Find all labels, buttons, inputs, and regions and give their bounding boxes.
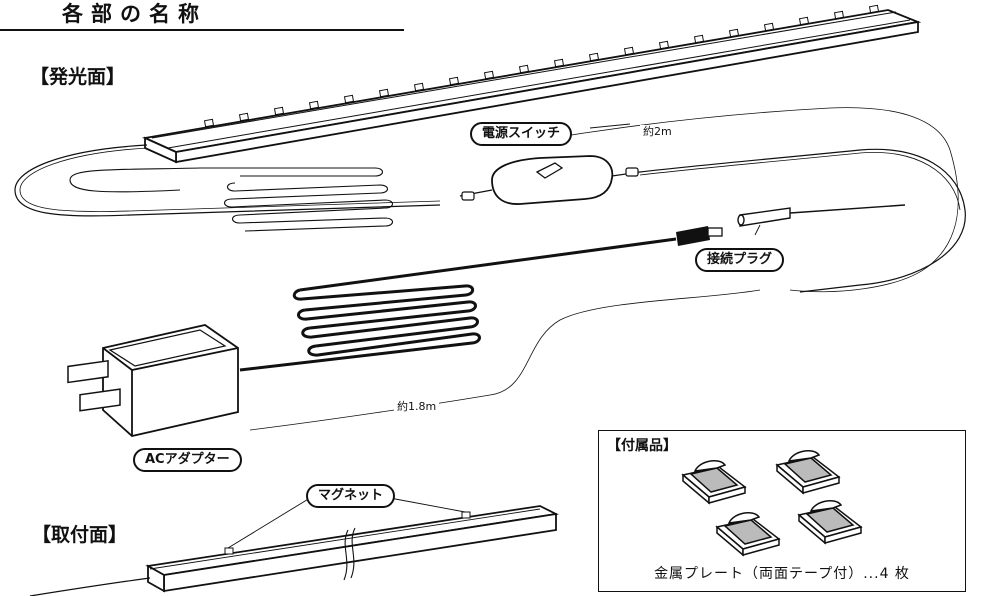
led-chips xyxy=(203,4,880,128)
section-emitting-face: 【発光面】 xyxy=(30,66,126,88)
section-mounting-face: 【取付面】 xyxy=(32,524,128,546)
led-bar-front xyxy=(141,4,922,164)
callout-power-switch: 電源スイッチ xyxy=(470,122,573,146)
coiled-cable-thick xyxy=(239,284,481,372)
callout-magnet: マグネット xyxy=(306,484,396,508)
page-title: 各部の名称 xyxy=(62,2,207,26)
power-switch xyxy=(459,155,641,205)
metal-plates-illustration xyxy=(681,449,863,557)
adapter-cable xyxy=(299,237,677,292)
metal-plate-icon xyxy=(681,459,747,505)
led-cable xyxy=(14,144,441,217)
callout-connection-plug: 接続プラグ xyxy=(695,248,785,272)
led-bar-back xyxy=(29,505,559,596)
accessories-title: 【付属品】 xyxy=(607,438,677,454)
metal-plate-icon xyxy=(715,511,781,557)
coiled-cable-thin xyxy=(69,167,394,232)
accessories-panel: 【付属品】 xyxy=(598,430,966,592)
metal-plate-icon xyxy=(797,499,863,545)
dimension-1-8m: 約1.8m xyxy=(394,400,440,413)
connection-plug-male xyxy=(676,226,723,246)
dimension-2m: 約2m xyxy=(640,125,675,138)
title-underline xyxy=(0,29,404,31)
ac-adapter xyxy=(67,324,239,437)
connection-plug-female xyxy=(737,204,906,227)
metal-plate-icon xyxy=(775,449,841,495)
accessories-caption: 金属プレート（両面テープ付）...4 枚 xyxy=(654,566,910,582)
callout-ac-adapter: ACアダプター xyxy=(133,448,242,472)
cable-2m xyxy=(639,148,966,293)
